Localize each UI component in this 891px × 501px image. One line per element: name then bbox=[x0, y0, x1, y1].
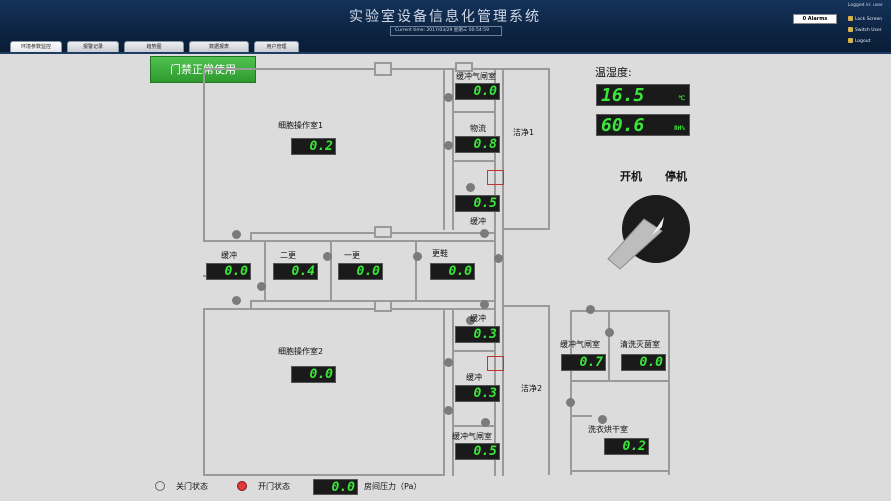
current-time: Current time: 2017/03/29 星期三 00:54:59 bbox=[390, 26, 502, 36]
door-indicator[interactable] bbox=[494, 254, 503, 263]
pressure-logistics: 0.8 bbox=[455, 136, 500, 153]
legend-closed-icon bbox=[155, 481, 165, 491]
room-label-buffer-low: 缓冲 bbox=[466, 373, 482, 382]
pressure-sterilize: 0.0 bbox=[621, 354, 666, 371]
pressure-buffer-top: 0.5 bbox=[455, 195, 500, 212]
door-indicator[interactable] bbox=[466, 183, 475, 192]
room-label-change-shoes: 更鞋 bbox=[432, 249, 448, 258]
logout-icon bbox=[848, 38, 853, 43]
tab-alarm-log[interactable]: 报警记录 bbox=[67, 41, 119, 52]
room-label-cell2: 细胞操作室2 bbox=[278, 347, 324, 356]
door-indicator[interactable] bbox=[466, 316, 475, 325]
pressure-buffer-left: 0.0 bbox=[206, 263, 251, 280]
room-label-airlock-bottom: 缓冲气闸室 bbox=[452, 432, 492, 441]
app-title: 实验室设备信息化管理系统 bbox=[349, 9, 541, 25]
lock-screen-button[interactable]: Lock Screen bbox=[848, 15, 888, 25]
room-label-logistics: 物流 bbox=[470, 124, 486, 133]
tab-report[interactable]: 数据报表 bbox=[189, 41, 249, 52]
door-indicator[interactable] bbox=[480, 229, 489, 238]
logged-in-user: Logged in: user bbox=[848, 3, 883, 8]
door-indicator[interactable] bbox=[444, 141, 453, 150]
logout-button[interactable]: Logout bbox=[848, 37, 888, 47]
legend-open-icon bbox=[237, 481, 247, 491]
room-label-clean2: 洁净2 bbox=[521, 384, 543, 393]
legend-pressure-label: 房间压力（Pa） bbox=[364, 482, 422, 491]
room-label-cell1: 细胞操作室1 bbox=[278, 121, 324, 130]
pressure-cell2: 0.0 bbox=[291, 366, 336, 383]
legend-closed-label: 关门状态 bbox=[176, 482, 208, 491]
switch-pointer-icon bbox=[652, 217, 664, 235]
pressure-laundry: 0.2 bbox=[604, 438, 649, 455]
switch-user-button[interactable]: Switch User bbox=[848, 26, 888, 36]
room-label-airlock-top: 缓冲气闸室 bbox=[456, 72, 496, 81]
door-indicator[interactable] bbox=[232, 230, 241, 239]
door-indicator[interactable] bbox=[444, 93, 453, 102]
temperature-unit: ℃ bbox=[678, 95, 685, 102]
pressure-change1: 0.0 bbox=[338, 263, 383, 280]
room-label-clean1: 洁净1 bbox=[513, 128, 535, 137]
tab-environment[interactable]: 环境参数监控 bbox=[10, 41, 62, 52]
door-indicator[interactable] bbox=[480, 300, 489, 309]
door-indicator[interactable] bbox=[566, 398, 575, 407]
room-label-buffer-left: 缓冲 bbox=[221, 251, 237, 260]
door-indicator[interactable] bbox=[232, 296, 241, 305]
pressure-buffer-low: 0.3 bbox=[455, 385, 500, 402]
door-indicator[interactable] bbox=[444, 406, 453, 415]
pressure-change-shoes: 0.0 bbox=[430, 263, 475, 280]
door-indicator[interactable] bbox=[481, 418, 490, 427]
room-label-sterilize: 清洗灭菌室 bbox=[620, 340, 660, 349]
door-indicator[interactable] bbox=[257, 282, 266, 291]
user-icon bbox=[848, 27, 853, 32]
door-indicator[interactable] bbox=[598, 415, 607, 424]
door-indicator[interactable] bbox=[323, 252, 332, 261]
room-label-change1: 一更 bbox=[344, 251, 360, 260]
legend-pressure-display: 0.0 bbox=[313, 479, 358, 495]
pressure-airlock-right: 0.7 bbox=[561, 354, 606, 371]
start-label: 开机 bbox=[620, 170, 642, 183]
pressure-airlock-bottom: 0.5 bbox=[455, 443, 500, 460]
header-bar: 实验室设备信息化管理系统 Current time: 2017/03/29 星期… bbox=[0, 0, 891, 52]
door-indicator[interactable] bbox=[586, 305, 595, 314]
stop-label: 停机 bbox=[665, 170, 687, 183]
door-indicator[interactable] bbox=[413, 252, 422, 261]
pressure-buffer-mid: 0.3 bbox=[455, 326, 500, 343]
humidity-display: 60.6 RH% bbox=[596, 114, 690, 136]
door-indicator[interactable] bbox=[605, 328, 614, 337]
start-stop-switch[interactable] bbox=[604, 187, 694, 277]
humidity-value: 60.6 bbox=[601, 115, 645, 136]
room-label-laundry: 洗衣烘干室 bbox=[588, 425, 628, 434]
legend-open-label: 开门状态 bbox=[258, 482, 290, 491]
tab-users[interactable]: 用户管理 bbox=[254, 41, 299, 52]
switch-lever bbox=[607, 218, 663, 270]
pressure-change2: 0.4 bbox=[273, 263, 318, 280]
room-label-airlock-right: 缓冲气闸室 bbox=[560, 340, 600, 349]
temperature-value: 16.5 bbox=[601, 85, 645, 106]
humidity-title: 温湿度: bbox=[595, 66, 632, 79]
pressure-cell1: 0.2 bbox=[291, 138, 336, 155]
temperature-display: 16.5 ℃ bbox=[596, 84, 690, 106]
door-indicator[interactable] bbox=[444, 358, 453, 367]
humidity-unit: RH% bbox=[674, 125, 685, 132]
header-divider bbox=[0, 52, 891, 54]
lock-icon bbox=[848, 16, 853, 21]
room-label-buffer-top: 缓冲 bbox=[470, 217, 486, 226]
alarm-count-button[interactable]: 0 Alarms bbox=[793, 14, 837, 24]
tab-trend[interactable]: 趋势图 bbox=[124, 41, 184, 52]
room-label-buffer-mid: 缓冲 bbox=[470, 314, 486, 323]
room-label-change2: 二更 bbox=[280, 251, 296, 260]
pressure-airlock-top: 0.0 bbox=[455, 83, 500, 100]
